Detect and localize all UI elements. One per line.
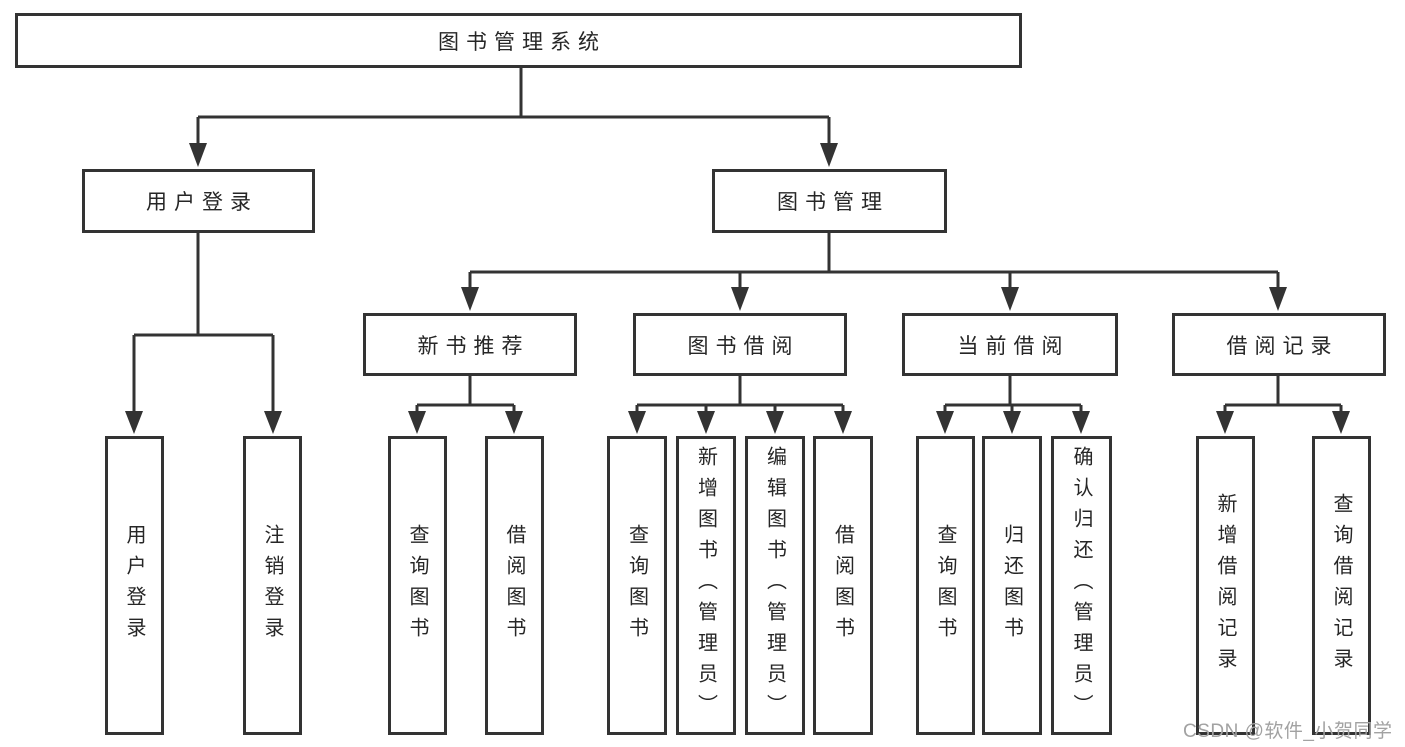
- connector-user-login-to-leaves: [132, 233, 275, 418]
- leaf-logout-label: 注销登录: [261, 523, 283, 648]
- leaf-recommend-query-book: 查询图书: [388, 436, 447, 735]
- connector-book-borrow-to-leaves: [635, 376, 845, 418]
- leaf-borrow-edit-book-label: 编辑图书（管理员）: [763, 446, 786, 725]
- node-book-borrow-label: 图书借阅: [687, 334, 800, 358]
- leaf-user-login: 用户登录: [105, 436, 164, 735]
- leaf-borrow-add-book: 新增图书（管理员）: [676, 436, 736, 735]
- node-current-borrow: 当前借阅: [902, 313, 1118, 376]
- leaf-current-return-book: 归还图书: [982, 436, 1042, 735]
- node-book-management-label: 图书管理: [777, 191, 889, 214]
- node-book-management: 图书管理: [712, 169, 947, 233]
- connector-book-management-to-level3: [468, 233, 1280, 294]
- leaf-recommend-borrow-book: 借阅图书: [485, 436, 544, 735]
- leaf-borrow-edit-book: 编辑图书（管理员）: [745, 436, 805, 735]
- node-book-borrow: 图书借阅: [633, 313, 847, 376]
- csdn-watermark: CSDN @软件_小贺同学: [1183, 721, 1393, 742]
- node-root-label: 图书管理系统: [438, 30, 606, 54]
- leaf-record-query-record-label: 查询借阅记录: [1330, 492, 1352, 679]
- leaf-record-query-record: 查询借阅记录: [1312, 436, 1371, 735]
- connector-root-to-level2: [196, 68, 831, 150]
- leaf-current-confirm-return-label: 确认归还（管理员）: [1070, 446, 1092, 725]
- leaf-borrow-query-book-label: 查询图书: [625, 523, 648, 648]
- leaf-recommend-borrow-book-label: 借阅图书: [503, 523, 525, 648]
- leaf-recommend-query-book-label: 查询图书: [406, 523, 428, 648]
- connector-new-book-recommend-to-leaves: [415, 376, 516, 418]
- leaf-user-login-label: 用户登录: [123, 523, 145, 648]
- node-root: 图书管理系统: [15, 13, 1022, 68]
- node-borrow-record: 借阅记录: [1172, 313, 1386, 376]
- leaf-borrow-add-book-label: 新增图书（管理员）: [694, 446, 717, 725]
- node-user-login: 用户登录: [82, 169, 315, 233]
- node-current-borrow-label: 当前借阅: [957, 334, 1070, 358]
- node-borrow-record-label: 借阅记录: [1226, 334, 1339, 358]
- connector-borrow-record-to-leaves: [1223, 376, 1343, 418]
- leaf-current-query-book: 查询图书: [916, 436, 975, 735]
- leaf-current-confirm-return: 确认归还（管理员）: [1051, 436, 1112, 735]
- node-user-login-label: 用户登录: [146, 191, 258, 214]
- node-new-book-recommend: 新书推荐: [363, 313, 577, 376]
- node-new-book-recommend-label: 新书推荐: [417, 334, 530, 358]
- leaf-record-add-record-label: 新增借阅记录: [1214, 492, 1236, 679]
- leaf-borrow-query-book: 查询图书: [607, 436, 667, 735]
- arrowheads: [125, 143, 1350, 434]
- leaf-record-add-record: 新增借阅记录: [1196, 436, 1255, 735]
- leaf-logout: 注销登录: [243, 436, 302, 735]
- leaf-current-return-book-label: 归还图书: [1000, 523, 1023, 648]
- leaf-borrow-borrow-book-label: 借阅图书: [831, 523, 854, 648]
- leaf-current-query-book-label: 查询图书: [934, 523, 956, 648]
- leaf-borrow-borrow-book: 借阅图书: [813, 436, 873, 735]
